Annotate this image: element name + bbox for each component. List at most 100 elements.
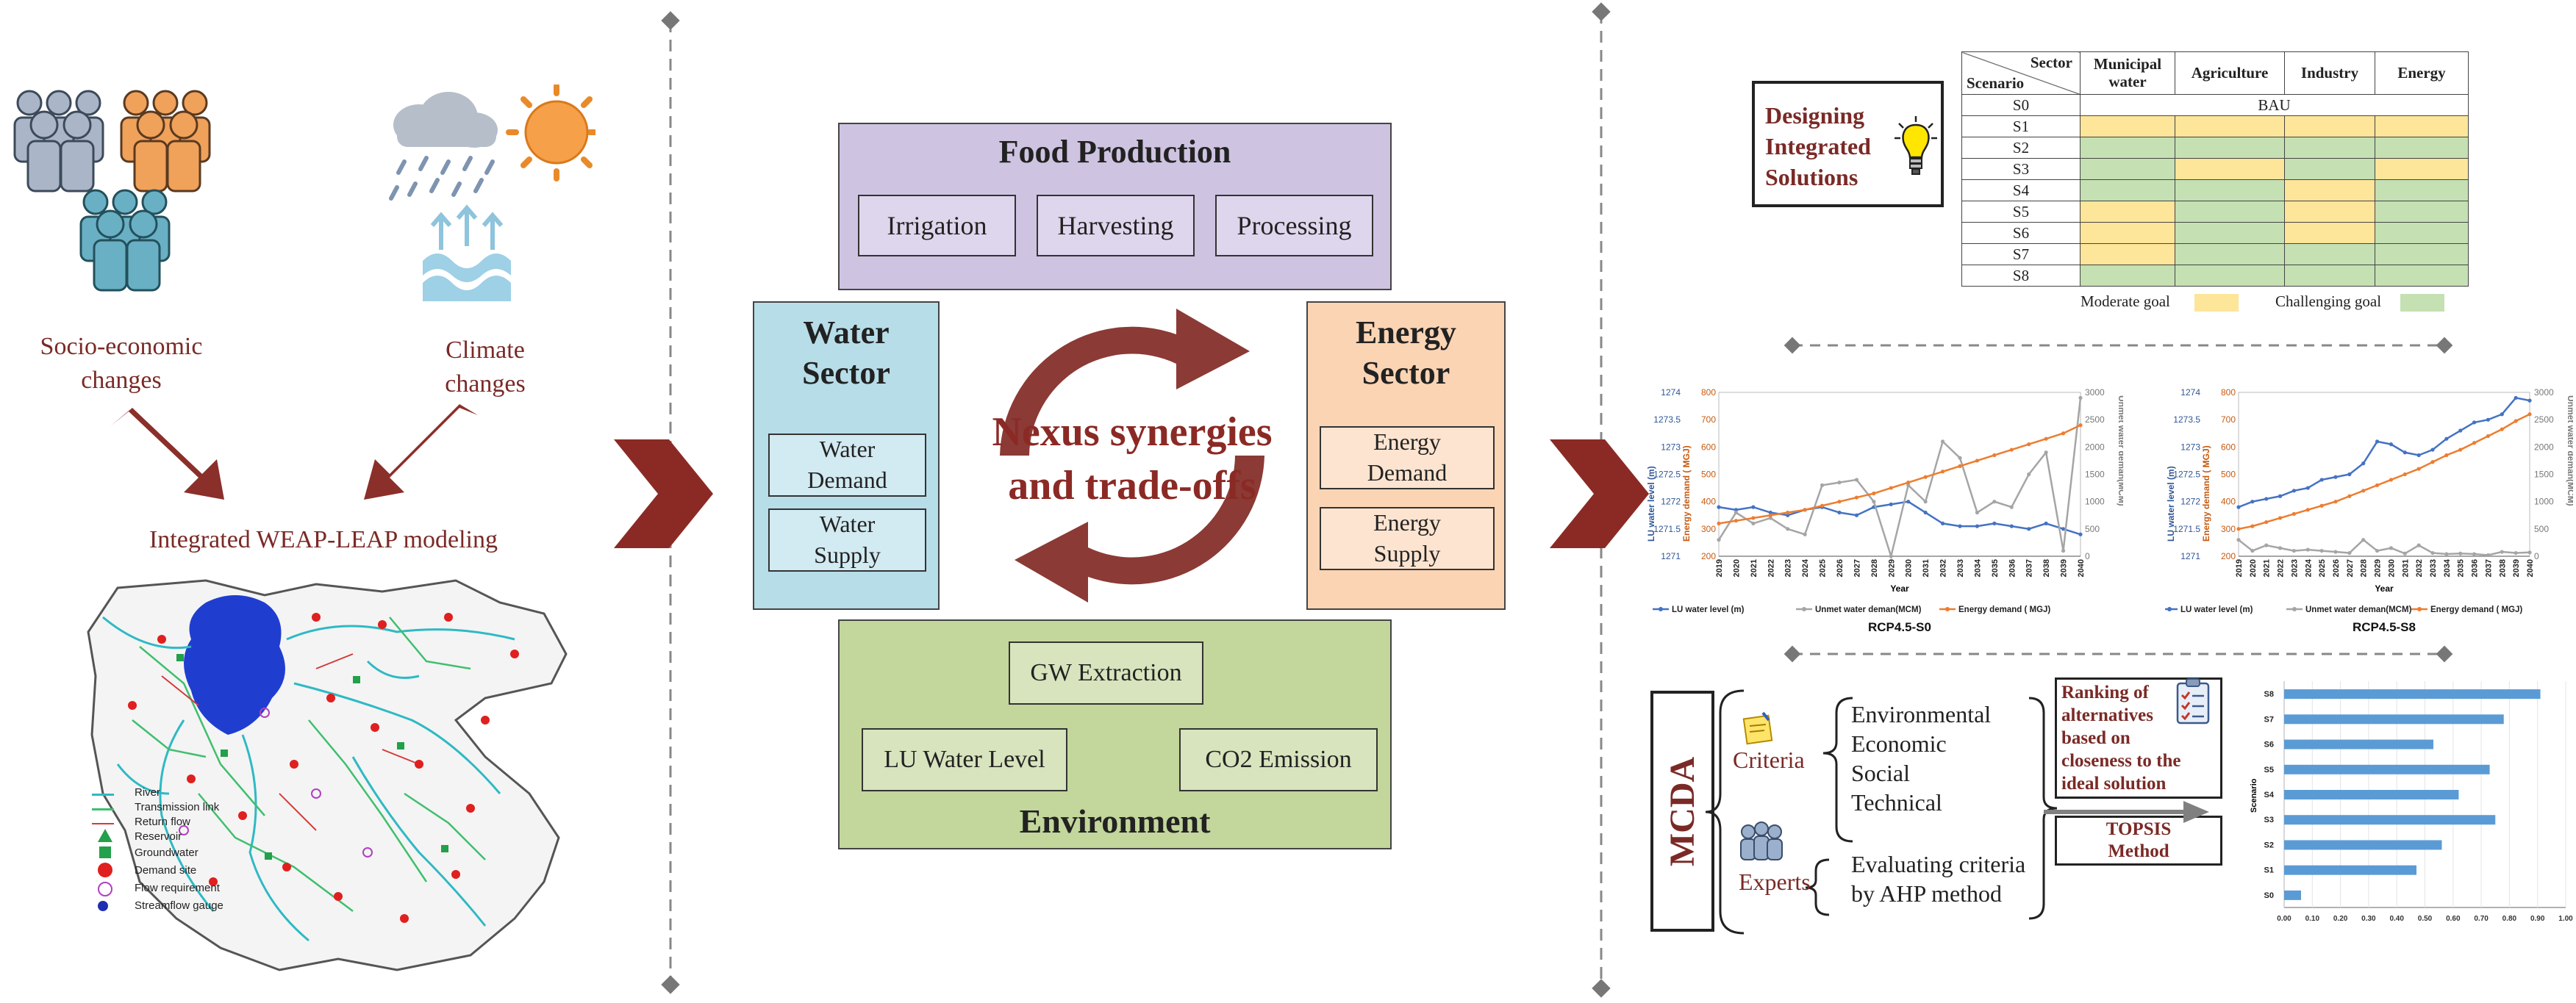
series-point xyxy=(1992,500,1997,504)
goal-cell xyxy=(2080,243,2175,265)
series-point xyxy=(1786,513,1790,517)
y3-tick-label: 2500 xyxy=(2534,414,2554,425)
series-point xyxy=(2403,472,2407,477)
x-tick-label: 0.20 xyxy=(2333,915,2348,923)
series-point xyxy=(1958,464,1962,468)
legend-challenging-swatch xyxy=(2400,294,2444,312)
series-line-1 xyxy=(2238,397,2530,508)
legend-river: River xyxy=(135,786,161,799)
sun-icon xyxy=(506,85,595,181)
separator-diamond-bottom-left xyxy=(661,975,680,994)
criterion-technical: Technical xyxy=(1851,789,1942,816)
scenario-name: S5 xyxy=(1961,201,2081,223)
x-tick-label: 0.60 xyxy=(2446,915,2461,923)
climate-label: Climate changes xyxy=(445,337,526,398)
series-point xyxy=(2305,508,2310,512)
people-icon xyxy=(13,90,211,292)
lake xyxy=(184,595,285,735)
series-point xyxy=(1734,508,1739,512)
separator-h2-diamond-b xyxy=(2436,645,2453,663)
x-tick-label: 2030 xyxy=(1905,559,1914,577)
criteria-list: Environmental Economic Social Technical xyxy=(1851,700,1991,817)
series-point xyxy=(2061,431,2066,436)
streamflow-gauge-icon xyxy=(98,901,108,911)
y1-tick-label: 1274 xyxy=(1661,387,1681,398)
series-point xyxy=(2430,550,2435,556)
y2-tick-label: 300 xyxy=(1701,524,1716,534)
x-tick-label: 2029 xyxy=(2374,559,2383,577)
bar xyxy=(2284,890,2301,900)
y2-tick-label: 800 xyxy=(2221,387,2236,398)
series-point xyxy=(2333,475,2338,479)
x-tick-label: 0.50 xyxy=(2418,915,2433,923)
goal-cell xyxy=(2284,158,2375,180)
series-point xyxy=(1786,510,1790,515)
legend-challenging: Challenging goal xyxy=(2275,292,2382,310)
x-tick-label: 0.10 xyxy=(2305,915,2320,923)
x-axis-label: Year xyxy=(2375,583,2394,594)
model-label: Integrated WEAP-LEAP modeling xyxy=(149,526,498,553)
series-point xyxy=(1992,453,1997,458)
legend-demand-site: Demand site xyxy=(135,864,197,877)
reservoir-icon xyxy=(98,829,112,842)
y2-tick-label: 700 xyxy=(1701,414,1716,425)
x-tick-label: 2027 xyxy=(1853,559,1861,577)
legend-label: LU water level (m) xyxy=(1672,605,1745,614)
series-point xyxy=(1872,491,1876,496)
x-tick-label: 2036 xyxy=(2008,559,2017,577)
food-production-box: Food Production Irrigation Harvesting Pr… xyxy=(838,123,1392,290)
series-point xyxy=(1820,483,1825,487)
series-point xyxy=(2527,412,2532,417)
legend-groundwater: Groundwater xyxy=(135,846,198,859)
series-point xyxy=(2291,489,2297,493)
x-tick-label: 2031 xyxy=(1922,559,1931,577)
goal-cell xyxy=(2375,222,2469,244)
y1-tick-label: 1271.5 xyxy=(2173,524,2200,534)
checklist-icon xyxy=(2176,678,2210,725)
series-point xyxy=(1940,470,1945,474)
series-point xyxy=(2347,494,2352,498)
y2-tick-label: 600 xyxy=(1701,442,1716,452)
energy-sector-title: Energy Sector xyxy=(1356,314,1456,391)
x-tick-label: 2038 xyxy=(2042,559,2051,577)
goal-cell xyxy=(2284,201,2375,223)
series-point xyxy=(1854,478,1859,482)
y1-tick-label: 1273 xyxy=(1661,442,1681,452)
series-point xyxy=(2250,548,2255,553)
series-point xyxy=(1992,521,1997,525)
series-point xyxy=(1923,510,1928,515)
mcda-box: MCDA xyxy=(1650,691,1714,932)
goal-cell xyxy=(2080,115,2175,137)
series-point xyxy=(1734,519,1739,523)
series-point xyxy=(2472,441,2477,445)
legend-label: Energy demand ( MGJ) xyxy=(2430,605,2522,614)
bar xyxy=(2284,790,2459,799)
x-tick-label: 0.70 xyxy=(2474,915,2489,923)
x-tick-label: 2023 xyxy=(2290,559,2299,577)
x-tick-label: 2039 xyxy=(2060,559,2069,577)
series-point xyxy=(2514,395,2518,400)
series-point xyxy=(2416,543,2421,547)
y2-tick-label: 200 xyxy=(1701,551,1716,561)
bar xyxy=(2284,689,2541,700)
series-point xyxy=(2250,500,2255,504)
y1-tick-label: 1271 xyxy=(2180,551,2200,561)
x-tick-label: 2038 xyxy=(2498,559,2507,577)
chevron-icon-left xyxy=(614,439,713,548)
goal-cell xyxy=(2284,137,2375,159)
series-point xyxy=(2375,548,2380,553)
separator-diamond-top-right xyxy=(1592,2,1611,21)
y3-tick-label: 0 xyxy=(2085,551,2090,561)
y-tick-label: S8 xyxy=(2264,690,2274,699)
col-energy: Energy xyxy=(2375,51,2469,95)
series-point xyxy=(2500,427,2504,431)
legend-river-swatch xyxy=(92,794,114,796)
series-point xyxy=(1803,532,1807,536)
goal-cell xyxy=(2375,158,2469,180)
y-tick-label: S7 xyxy=(2264,715,2274,724)
x-tick-label: 2036 xyxy=(2471,559,2480,577)
food-production-title: Food Production xyxy=(998,133,1231,170)
scenario-name: S7 xyxy=(1961,243,2081,265)
x-tick-label: 2022 xyxy=(2277,559,2286,577)
